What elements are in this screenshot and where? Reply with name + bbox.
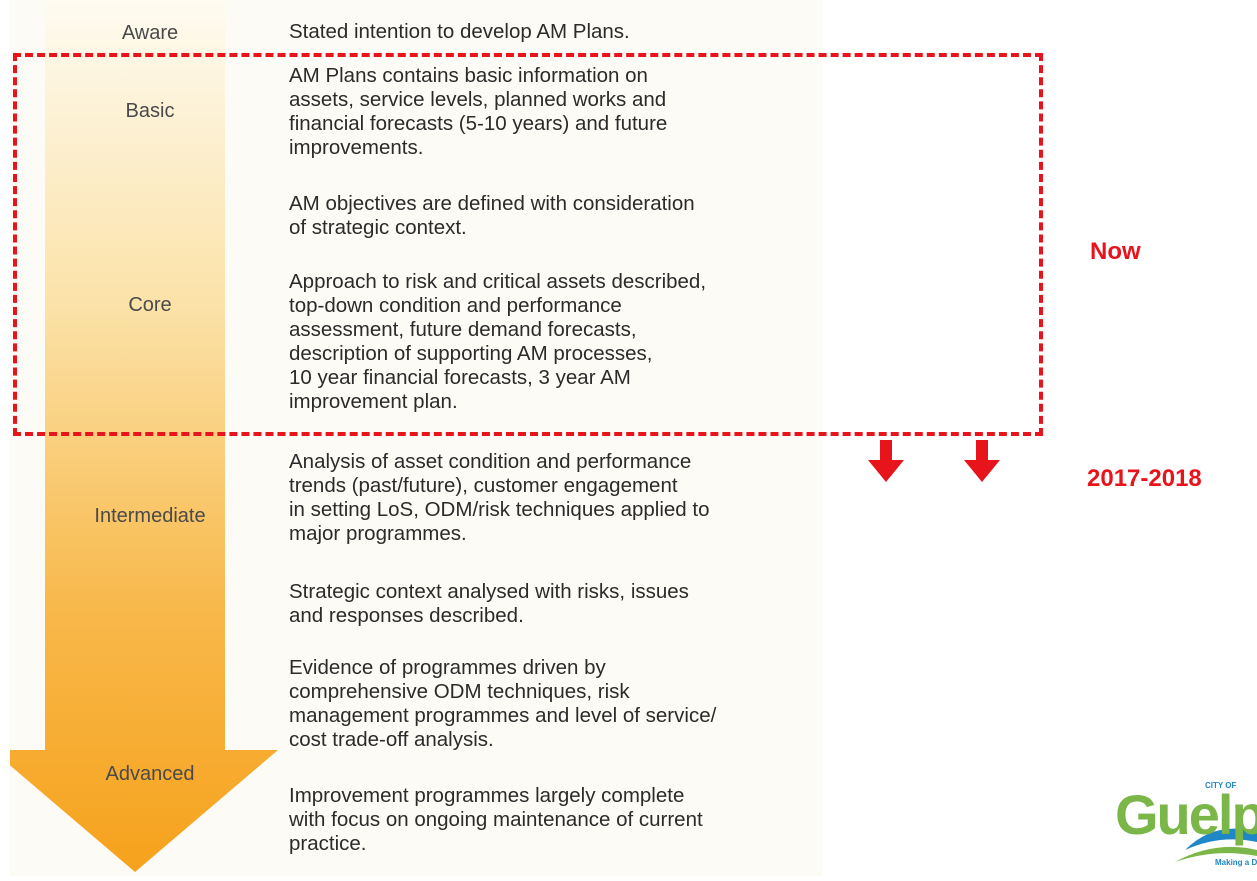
now-label: Now — [1090, 238, 1141, 265]
down-arrow-right-icon — [964, 440, 1000, 482]
current-level-highlight-box — [13, 53, 1043, 436]
description-core-objectives: AM objectives are defined with considera… — [289, 192, 695, 239]
description-advanced-evidence: Evidence of programmes driven by compreh… — [289, 656, 717, 751]
level-label-advanced: Advanced — [105, 763, 195, 785]
down-arrow-left-icon — [868, 440, 904, 482]
arrow-shape — [10, 0, 278, 872]
city-of-guelph-logo: CITY OF Guelph Making a Difference — [1115, 780, 1257, 881]
level-label-basic: Basic — [125, 100, 175, 122]
description-advanced-improvement: Improvement programmes largely complete … — [289, 784, 703, 855]
description-intermediate-analysis: Analysis of asset condition and performa… — [289, 450, 710, 545]
description-intermediate-strategic: Strategic context analysed with risks, i… — [289, 580, 689, 627]
level-label-core: Core — [128, 294, 172, 316]
logo-city-of: CITY OF — [1205, 781, 1237, 790]
target-period-label: 2017-2018 — [1087, 465, 1202, 492]
description-core-approach: Approach to risk and critical assets des… — [289, 270, 707, 413]
level-label-aware: Aware — [121, 22, 179, 44]
description-aware: Stated intention to develop AM Plans. — [289, 20, 630, 43]
logo-tagline: Making a Difference — [1215, 858, 1257, 867]
logo-wordmark: Guelph — [1115, 783, 1257, 846]
level-label-intermediate: Intermediate — [94, 505, 206, 527]
maturity-gradient-arrow — [10, 0, 278, 872]
description-basic: AM Plans contains basic information on a… — [289, 64, 668, 159]
